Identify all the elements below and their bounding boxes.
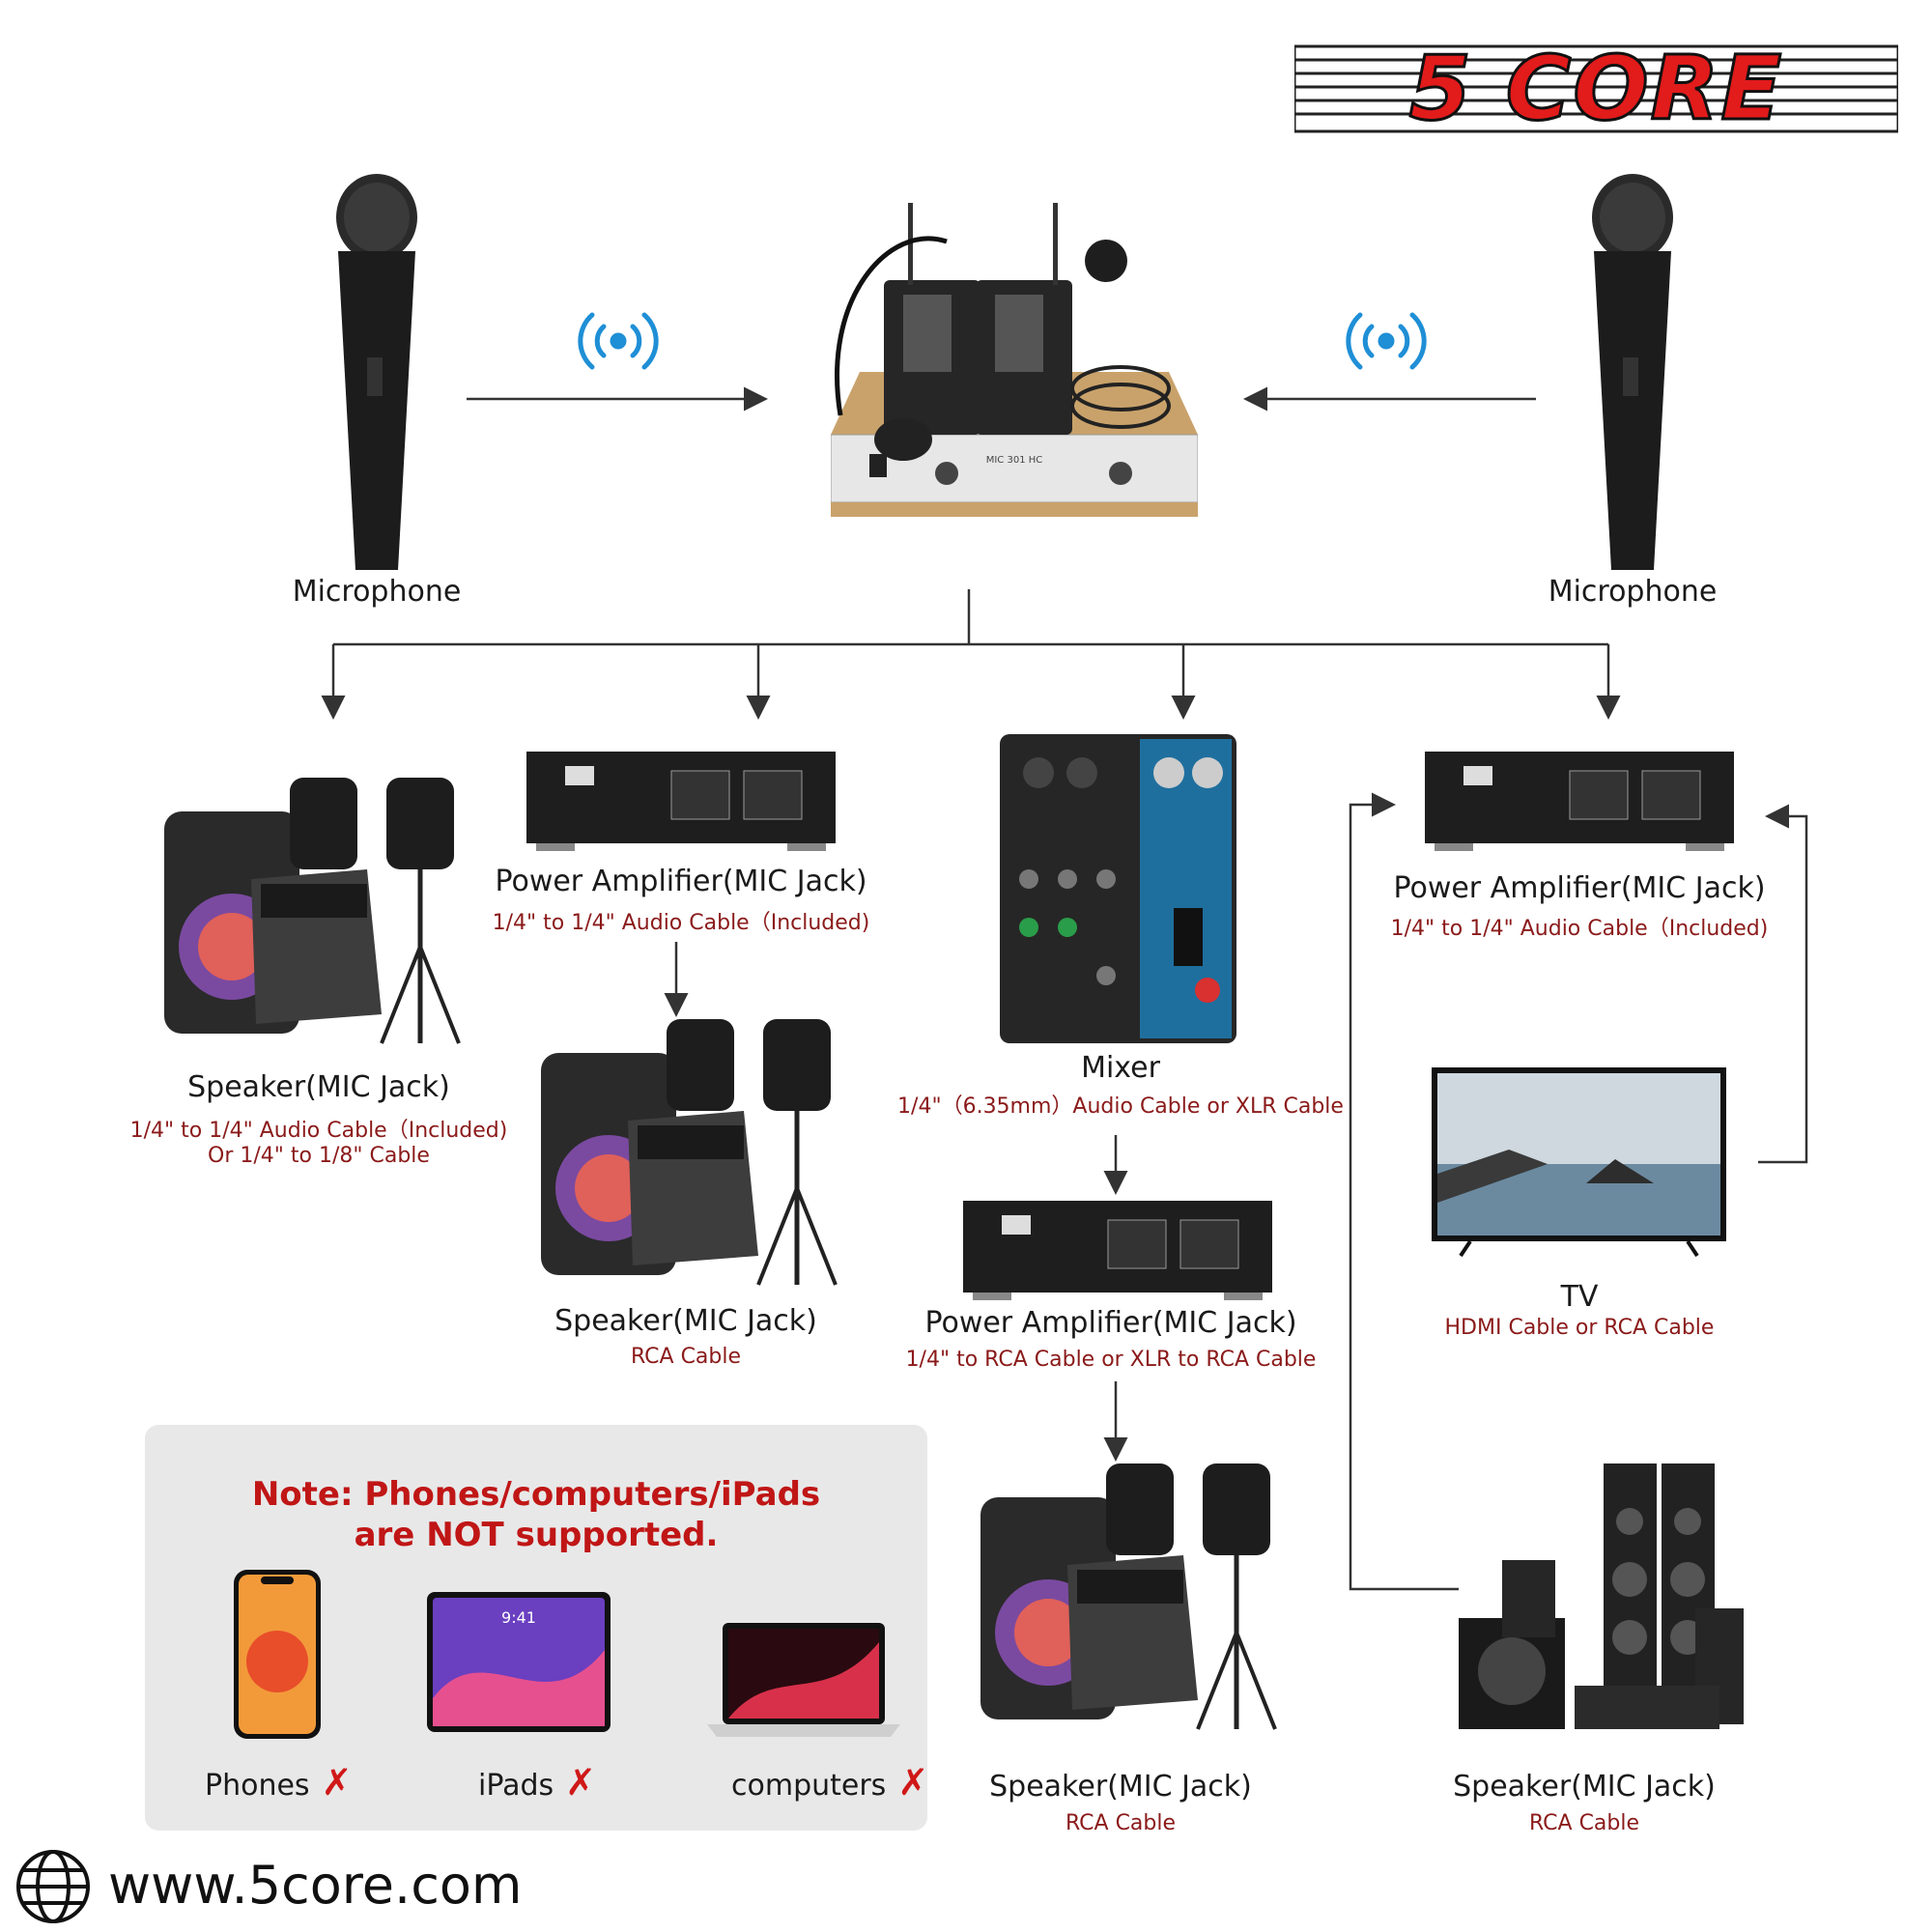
x-mark-icon: ✗	[321, 1761, 353, 1804]
microphone-right-image	[1592, 174, 1673, 570]
x-mark-icon: ✗	[565, 1761, 596, 1804]
loop-tv-amp3	[1758, 804, 1808, 1164]
x-mark-icon: ✗	[897, 1761, 929, 1804]
wireless-signal-icon	[1346, 312, 1427, 370]
not-supported-note: Note: Phones/computers/iPads are NOT sup…	[145, 1425, 928, 1831]
speaker1-cable-line2: Or 1/4" to 1/8" Cable	[208, 1144, 430, 1168]
speaker4-image	[1459, 1463, 1744, 1729]
phone-image	[234, 1570, 321, 1739]
microphone-right-label: Microphone	[1548, 575, 1718, 609]
tv-cable: HDMI Cable or RCA Cable	[1444, 1316, 1715, 1340]
amp3-cable: 1/4" to 1/4" Audio Cable（Included)	[1390, 917, 1769, 941]
amp3-image	[1425, 752, 1734, 851]
amp2-image	[963, 1201, 1272, 1300]
speaker4-cable: RCA Cable	[1528, 1811, 1640, 1835]
amp1-title: Power Amplifier(MIC Jack)	[495, 865, 867, 898]
receiver-model-text: MIC 301 HC	[985, 455, 1043, 466]
speaker2-cable: RCA Cable	[630, 1345, 742, 1369]
tv-image	[1432, 1067, 1726, 1258]
note-item-computers: computers ✗	[731, 1761, 928, 1804]
note-item-ipads: iPads ✗	[478, 1761, 596, 1804]
microphone-left-image	[336, 174, 417, 570]
speaker3-title: Speaker(MIC Jack)	[989, 1770, 1252, 1804]
ipad-time: 9:41	[501, 1608, 536, 1627]
note-item-phones: Phones ✗	[205, 1761, 352, 1804]
amp1-image	[526, 752, 836, 851]
note-item-computers-label: computers	[731, 1769, 887, 1803]
ipad-image: 9:41	[427, 1592, 611, 1732]
loop-speaker4-amp3	[1349, 792, 1459, 1591]
mixer-title: Mixer	[1081, 1051, 1160, 1085]
microphone-left-label: Microphone	[292, 575, 462, 609]
speaker2-title: Speaker(MIC Jack)	[554, 1304, 817, 1338]
wireless-signal-icon	[578, 312, 659, 370]
amp3-title: Power Amplifier(MIC Jack)	[1393, 871, 1766, 905]
tv-title: TV	[1560, 1280, 1599, 1314]
brand-logo: 5 CORE	[1293, 36, 1900, 142]
speaker3-cable: RCA Cable	[1065, 1811, 1177, 1835]
note-line2: are NOT supported.	[354, 1516, 719, 1554]
speaker1-image	[164, 778, 461, 1044]
logo-text: 5 CORE	[1407, 36, 1784, 142]
laptop-image	[707, 1623, 900, 1737]
speaker2-image	[541, 1019, 838, 1286]
note-item-ipads-label: iPads	[478, 1769, 554, 1803]
speaker3-image	[980, 1463, 1277, 1730]
mixer-cable: 1/4"（6.35mm）Audio Cable or XLR Cable	[897, 1094, 1344, 1119]
logo-stripes-graphic	[1293, 44, 1900, 133]
amp2-title: Power Amplifier(MIC Jack)	[924, 1306, 1297, 1340]
receiver-kit-image: MIC 301 HC	[830, 184, 1199, 517]
mixer-image	[1000, 734, 1236, 1043]
note-line1: Note: Phones/computers/iPads	[251, 1475, 821, 1514]
speaker1-cable-line1: 1/4" to 1/4" Audio Cable（Included)	[129, 1119, 508, 1143]
speaker4-title: Speaker(MIC Jack)	[1453, 1770, 1716, 1804]
amp2-cable: 1/4" to RCA Cable or XLR to RCA Cable	[905, 1348, 1317, 1372]
note-item-phones-label: Phones	[205, 1769, 310, 1803]
speaker1-title: Speaker(MIC Jack)	[187, 1070, 450, 1104]
website-url[interactable]: www.5core.com	[108, 1855, 523, 1916]
amp1-cable: 1/4" to 1/4" Audio Cable（Included)	[492, 911, 870, 935]
globe-icon	[16, 1850, 90, 1923]
